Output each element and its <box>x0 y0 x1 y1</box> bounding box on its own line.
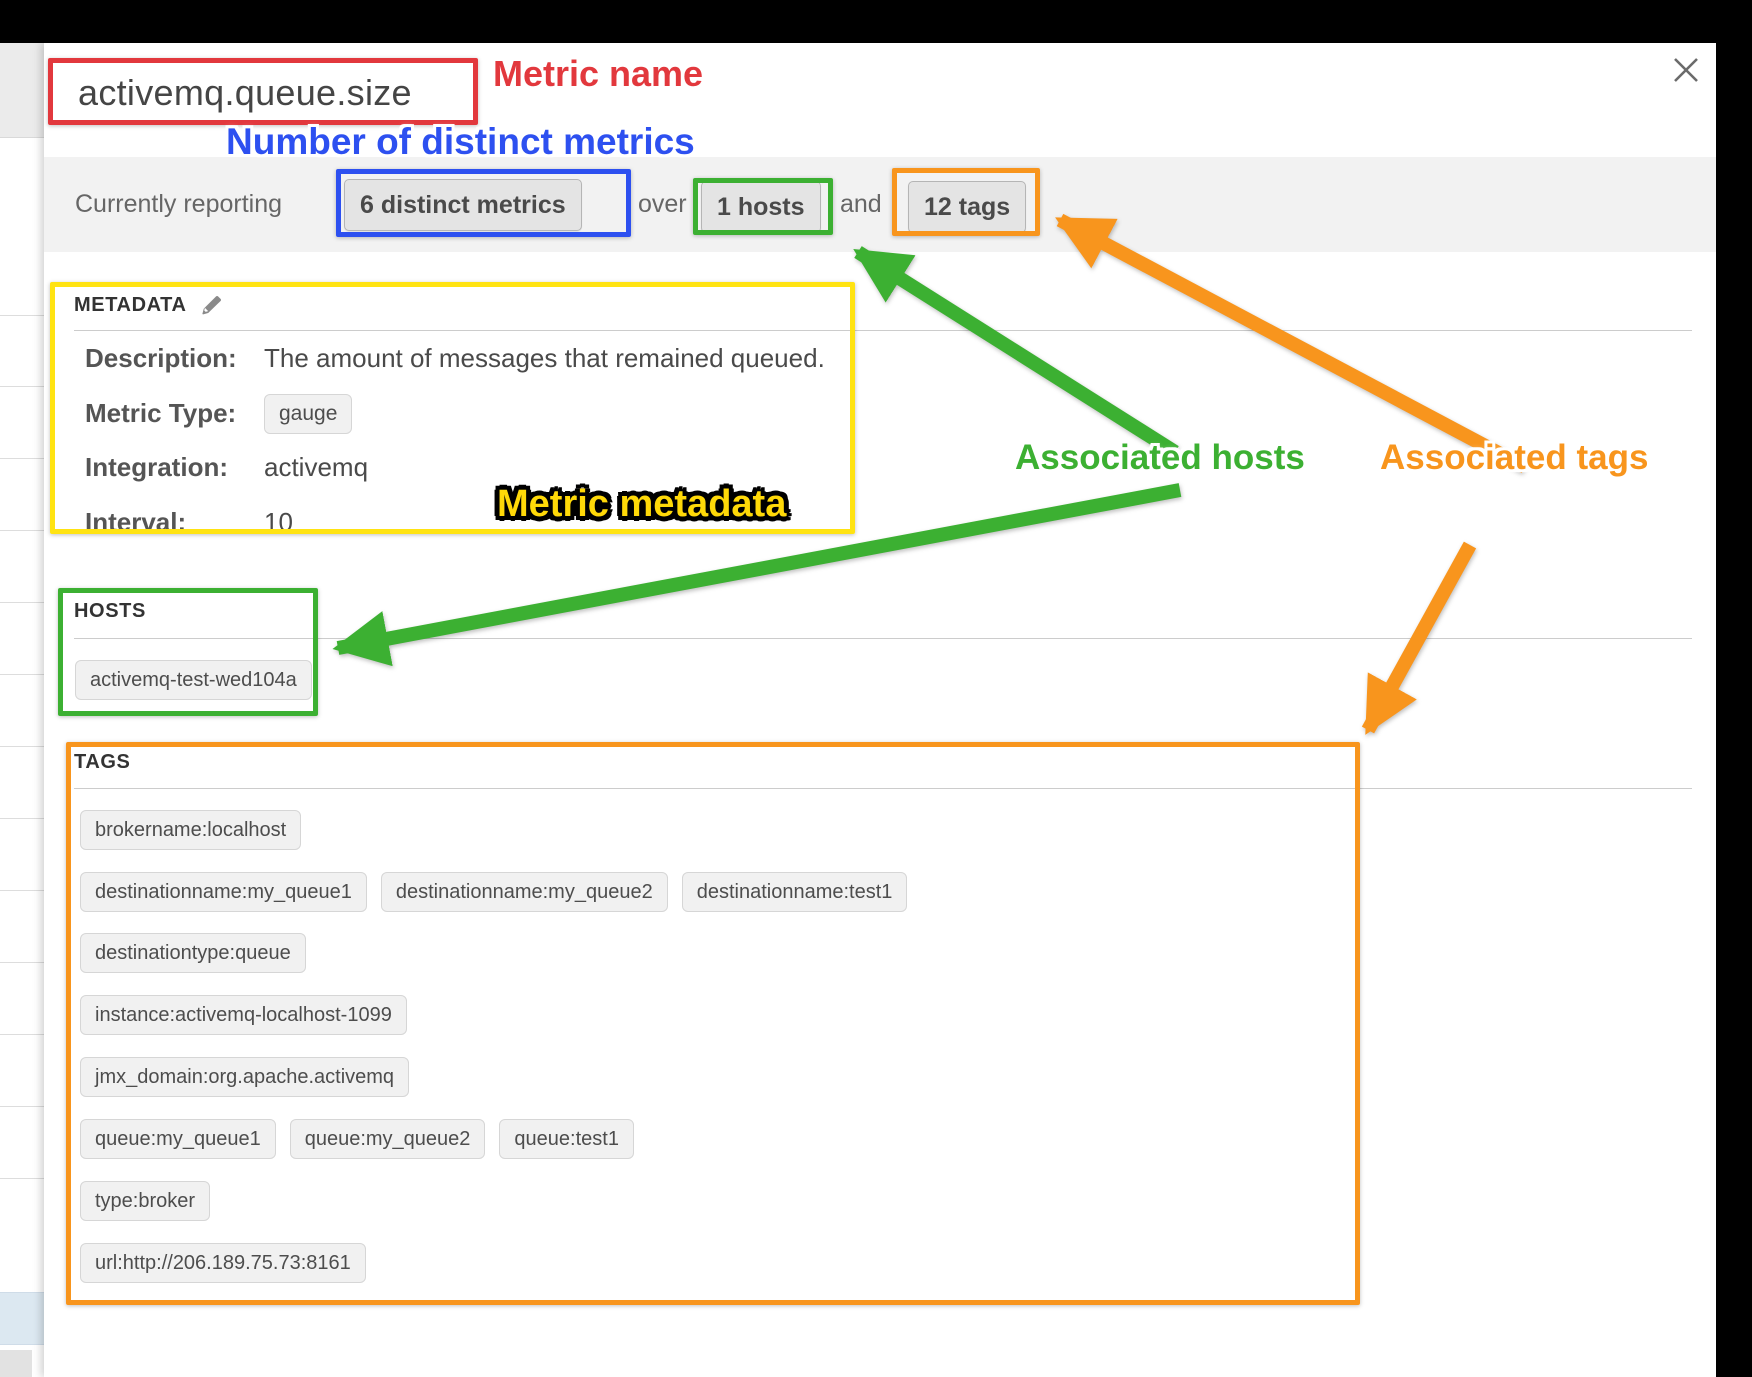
description-label: Description: <box>85 343 237 373</box>
hosts-section-header: HOSTS <box>74 600 146 623</box>
tag-row: url:http://206.189.75.73:8161 <box>80 1243 366 1283</box>
interval-label: Interval: <box>85 507 187 537</box>
tag-chip[interactable]: queue:my_queue2 <box>289 1119 486 1159</box>
right-black-bar <box>1716 0 1752 1377</box>
background-page-rows <box>0 315 44 1233</box>
hosts-divider <box>74 638 1692 639</box>
tags-badge[interactable]: 12 tags <box>908 181 1027 233</box>
background-page-strip <box>0 43 44 1377</box>
tags-title: TAGS <box>74 751 131 773</box>
tag-chip[interactable]: jmx_domain:org.apache.activemq <box>80 1057 410 1097</box>
hosts-title: HOSTS <box>74 600 146 622</box>
tag-row: queue:my_queue1 queue:my_queue2 queue:te… <box>80 1119 634 1159</box>
tag-chip[interactable]: url:http://206.189.75.73:8161 <box>80 1243 366 1283</box>
tag-row: jmx_domain:org.apache.activemq <box>80 1057 410 1097</box>
metadata-title: METADATA <box>74 294 187 316</box>
distinct-metrics-badge[interactable]: 6 distinct metrics <box>344 179 582 231</box>
tag-row: brokername:localhost <box>80 810 302 850</box>
tag-chip[interactable]: type:broker <box>80 1181 211 1221</box>
tag-chip[interactable]: brokername:localhost <box>80 810 302 850</box>
description-value: The amount of messages that remained que… <box>264 343 825 373</box>
metric-name: activemq.queue.size <box>78 72 412 113</box>
host-chip[interactable]: activemq-test-wed104a <box>75 660 312 700</box>
tags-section-header: TAGS <box>74 751 130 774</box>
tag-chip[interactable]: queue:my_queue1 <box>80 1119 276 1159</box>
tags-divider <box>74 788 1692 789</box>
background-selected-row <box>0 1292 44 1345</box>
background-page-corner <box>0 1350 32 1377</box>
tag-chip[interactable]: destinationname:test1 <box>681 872 908 912</box>
integration-value: activemq <box>264 452 369 482</box>
metric-type-label: Metric Type: <box>85 398 237 428</box>
tag-chip[interactable]: destinationname:my_queue2 <box>380 872 668 912</box>
interval-value: 10 <box>264 507 293 537</box>
metadata-section-header: METADATA <box>74 293 224 318</box>
edit-pencil-icon[interactable] <box>199 293 224 318</box>
reporting-prefix: Currently reporting <box>75 190 283 218</box>
tag-row: destinationtype:queue <box>80 933 306 973</box>
metric-type-chip[interactable]: gauge <box>264 394 353 434</box>
reporting-over-text: over <box>638 190 687 218</box>
reporting-and-text: and <box>840 190 882 218</box>
background-page-header <box>0 43 44 138</box>
tag-chip[interactable]: destinationtype:queue <box>80 933 306 973</box>
tag-chip[interactable]: instance:activemq-localhost-1099 <box>80 995 407 1035</box>
tag-row: type:broker <box>80 1181 211 1221</box>
top-black-bar <box>0 0 1752 43</box>
tag-row: instance:activemq-localhost-1099 <box>80 995 407 1035</box>
tag-chip[interactable]: queue:test1 <box>499 1119 634 1159</box>
close-icon[interactable] <box>1672 56 1700 84</box>
metadata-divider <box>74 330 1692 331</box>
tag-row: destinationname:my_queue1 destinationnam… <box>80 872 908 912</box>
hosts-badge[interactable]: 1 hosts <box>701 181 821 233</box>
tag-chip[interactable]: destinationname:my_queue1 <box>80 872 367 912</box>
integration-label: Integration: <box>85 452 228 482</box>
